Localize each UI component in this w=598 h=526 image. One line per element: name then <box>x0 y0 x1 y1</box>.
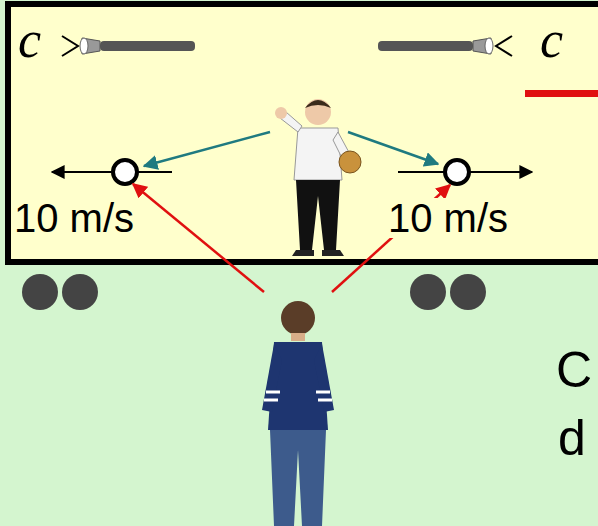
caption-fragment: d <box>558 413 586 463</box>
flashlight <box>62 36 195 56</box>
wheels <box>22 274 486 310</box>
view-arrow <box>144 132 270 166</box>
view-arrow <box>348 132 438 164</box>
observer-figure <box>262 301 334 526</box>
ball-right <box>398 160 532 184</box>
flashlight <box>378 36 512 56</box>
speed-label: 10 m/s <box>386 198 510 238</box>
thrower-figure <box>275 99 361 256</box>
red-bar <box>525 90 598 97</box>
train-car <box>8 4 598 262</box>
light-speed-label: c <box>18 14 41 66</box>
view-arrow <box>133 184 264 292</box>
caption-fragment: C <box>556 345 592 395</box>
speed-label: 10 m/s <box>12 198 136 238</box>
light-speed-label: c <box>540 14 563 66</box>
